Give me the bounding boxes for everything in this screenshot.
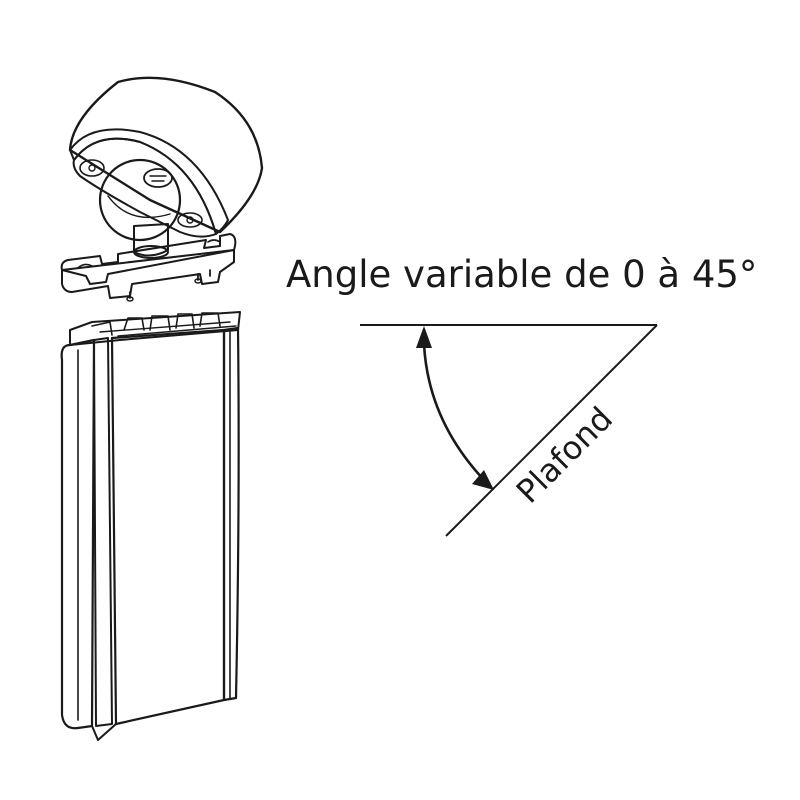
aluminium-profile	[60, 311, 241, 741]
mounting-plate	[60, 233, 237, 302]
plafond-label: Plafond	[509, 399, 620, 510]
arrowhead-up	[416, 326, 432, 348]
arrowhead-down	[472, 470, 494, 490]
ceiling-canopy	[68, 76, 264, 238]
ceiling-line	[445, 324, 658, 537]
angle-arc-arrow	[422, 343, 485, 481]
angle-title: Angle variable de 0 à 45°	[286, 253, 757, 296]
swivel-joint	[98, 158, 182, 259]
angle-annotation: Angle variable de 0 à 45° Plafond	[286, 253, 757, 537]
